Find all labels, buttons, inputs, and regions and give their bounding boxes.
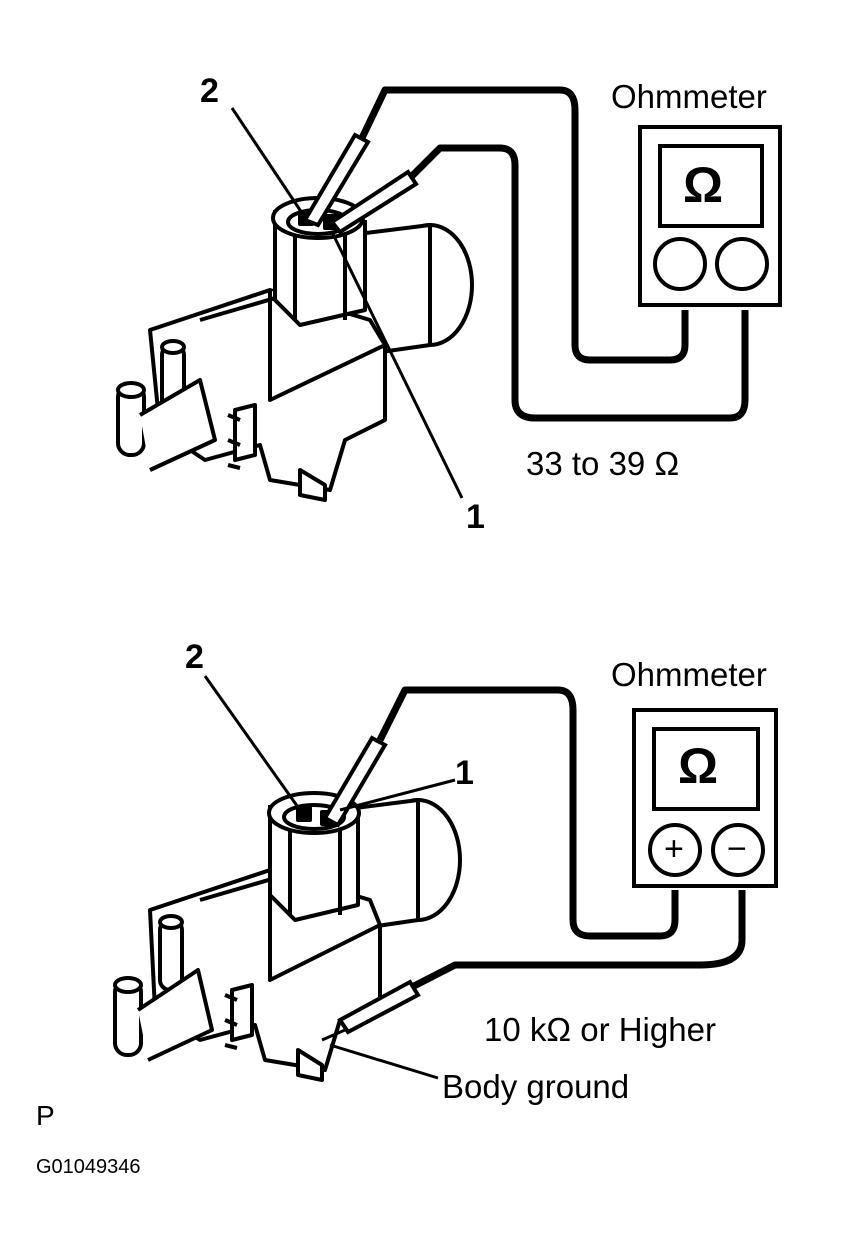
terminal-2-callout: 2	[185, 638, 204, 676]
meter-wires	[358, 86, 749, 422]
minus-terminal-icon: −	[727, 830, 747, 868]
bottom-diagram-drawing	[113, 675, 778, 1082]
page-letter: P	[36, 1100, 55, 1131]
terminal-1-callout: 1	[455, 754, 474, 792]
ohmmeter-label: Ohmmeter	[611, 78, 767, 115]
figure-id: G01049346	[36, 1156, 141, 1178]
ohmmeter-label: Ohmmeter	[611, 656, 767, 693]
callout-leaders	[230, 107, 464, 499]
meter-wires	[376, 686, 746, 990]
terminal-1-callout: 1	[466, 498, 485, 536]
probe-leads	[302, 132, 419, 235]
ohmmeter-device	[638, 125, 782, 307]
insulation-test-panel: Ohmmeter Ω + − 2 1 10 kΩ or Higher Body …	[0, 620, 844, 1140]
terminal-2-callout: 2	[200, 72, 219, 110]
body-ground-label: Body ground	[442, 1068, 630, 1105]
probe-leads	[322, 735, 421, 1035]
top-diagram-drawing	[116, 86, 782, 502]
vsv-valve-body	[116, 196, 474, 502]
plus-terminal-icon: +	[664, 830, 684, 868]
continuity-test-panel: Ohmmeter Ω 2 1 33 to 39 Ω	[0, 0, 844, 560]
ohm-symbol: Ω	[683, 157, 724, 213]
callout-leaders	[203, 675, 456, 1080]
vsv-valve-body	[113, 791, 462, 1082]
ground-probe-tip	[321, 1028, 346, 1042]
resistance-reading: 10 kΩ or Higher	[484, 1011, 716, 1048]
resistance-reading: 33 to 39 Ω	[526, 445, 680, 482]
ohm-symbol: Ω	[678, 738, 719, 794]
ohmmeter-device	[632, 708, 778, 888]
